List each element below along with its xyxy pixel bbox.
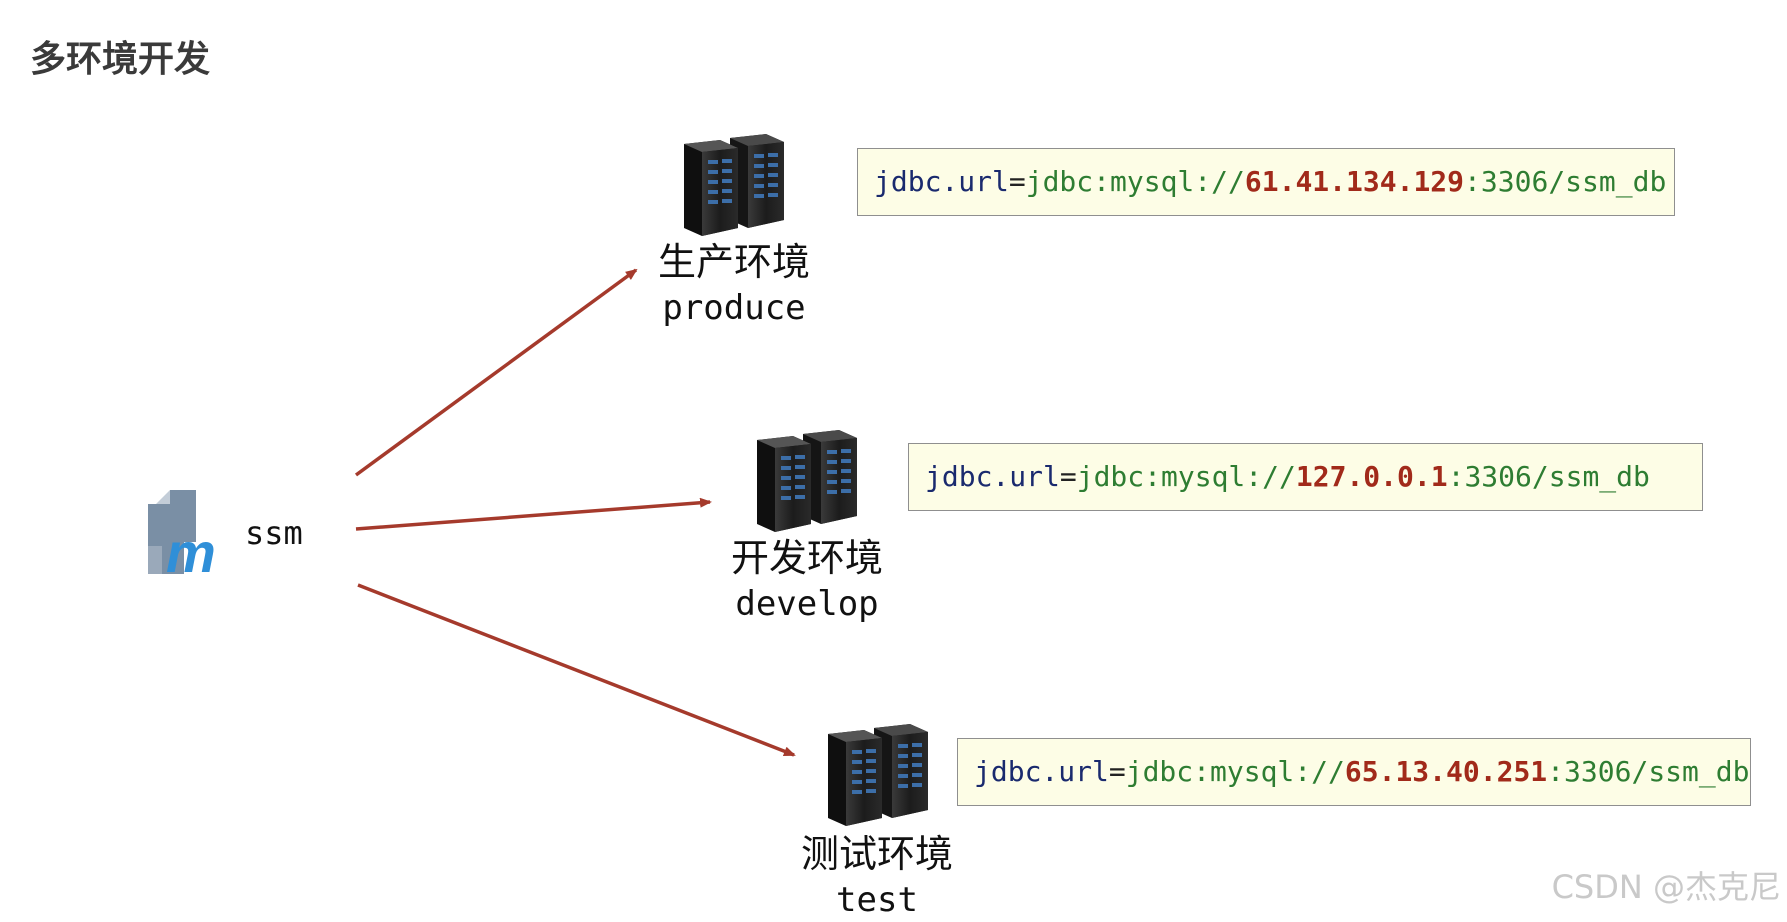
svg-text:m: m [166, 521, 216, 574]
config-produce: jdbc.url=jdbc:mysql://61.41.134.129:3306… [857, 148, 1675, 216]
config-ip: 65.13.40.251 [1344, 755, 1548, 788]
config-key: jdbc.url [925, 460, 1060, 493]
server-rack-icon [826, 722, 930, 826]
config-key: jdbc.url [874, 165, 1009, 198]
env-name-cn: 测试环境 [800, 832, 953, 876]
arrow-to-produce [354, 268, 638, 477]
page-title: 多环境开发 [30, 39, 211, 80]
env-label-test: 测试环境 test [767, 830, 987, 922]
config-ip: 61.41.134.129 [1244, 165, 1465, 198]
watermark: CSDN @杰克尼 [1551, 868, 1781, 906]
config-prefix: jdbc:mysql:// [1076, 460, 1296, 493]
config-suffix: :3306/ssm_db [1547, 755, 1750, 788]
config-eq: = [1108, 755, 1126, 788]
env-name-en: produce [662, 288, 806, 328]
arrow-to-test [357, 583, 796, 757]
config-key: jdbc.url [974, 755, 1109, 788]
env-name-en: test [836, 880, 918, 920]
arrow-to-develop [355, 497, 712, 531]
config-test: jdbc.url=jdbc:mysql://65.13.40.251:3306/… [957, 738, 1751, 806]
maven-m-icon: m [148, 490, 216, 574]
env-name-en: develop [735, 584, 879, 624]
env-label-develop: 开发环境 develop [697, 534, 917, 626]
config-suffix: :3306/ssm_db [1464, 165, 1667, 198]
env-name-cn: 生产环境 [657, 240, 810, 284]
config-develop: jdbc.url=jdbc:mysql://127.0.0.1:3306/ssm… [908, 443, 1703, 511]
project-name: ssm [245, 514, 303, 552]
server-rack-icon [682, 132, 786, 236]
config-eq: = [1059, 460, 1077, 493]
config-suffix: :3306/ssm_db [1447, 460, 1650, 493]
env-name-cn: 开发环境 [730, 536, 883, 580]
config-eq: = [1008, 165, 1026, 198]
config-prefix: jdbc:mysql:// [1125, 755, 1345, 788]
env-label-produce: 生产环境 produce [624, 238, 844, 330]
config-ip: 127.0.0.1 [1295, 460, 1448, 493]
config-prefix: jdbc:mysql:// [1025, 165, 1245, 198]
server-rack-icon [755, 428, 859, 532]
